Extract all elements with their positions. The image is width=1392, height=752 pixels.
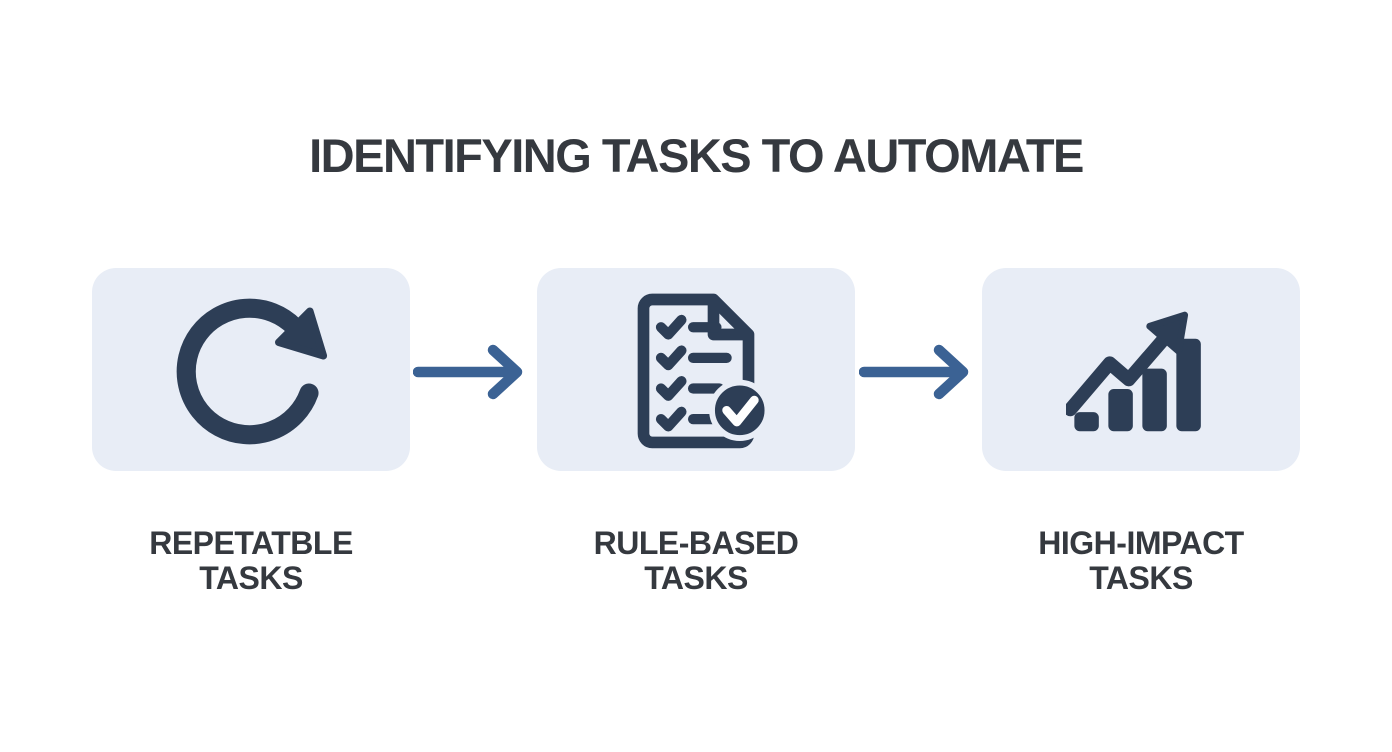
page-title: IDENTIFYING TASKS TO AUTOMATE [309, 129, 1084, 182]
step-box-rule-based-tasks [537, 268, 855, 471]
step-box-repeatable-tasks [92, 268, 410, 471]
step-box-high-impact-tasks [982, 268, 1300, 471]
step-label-repeatable-tasks: REPETATBLE TASKS [149, 525, 353, 596]
step-label-high-impact-tasks: HIGH-IMPACT TASKS [1038, 525, 1244, 596]
checklist-document-icon [637, 293, 769, 449]
repeat-refresh-icon [176, 298, 328, 444]
growth-chart-icon [1066, 311, 1201, 431]
arrow-right-icon [859, 344, 969, 400]
arrow-right-icon [413, 344, 523, 400]
step-label-rule-based-tasks: RULE-BASED TASKS [593, 525, 799, 596]
